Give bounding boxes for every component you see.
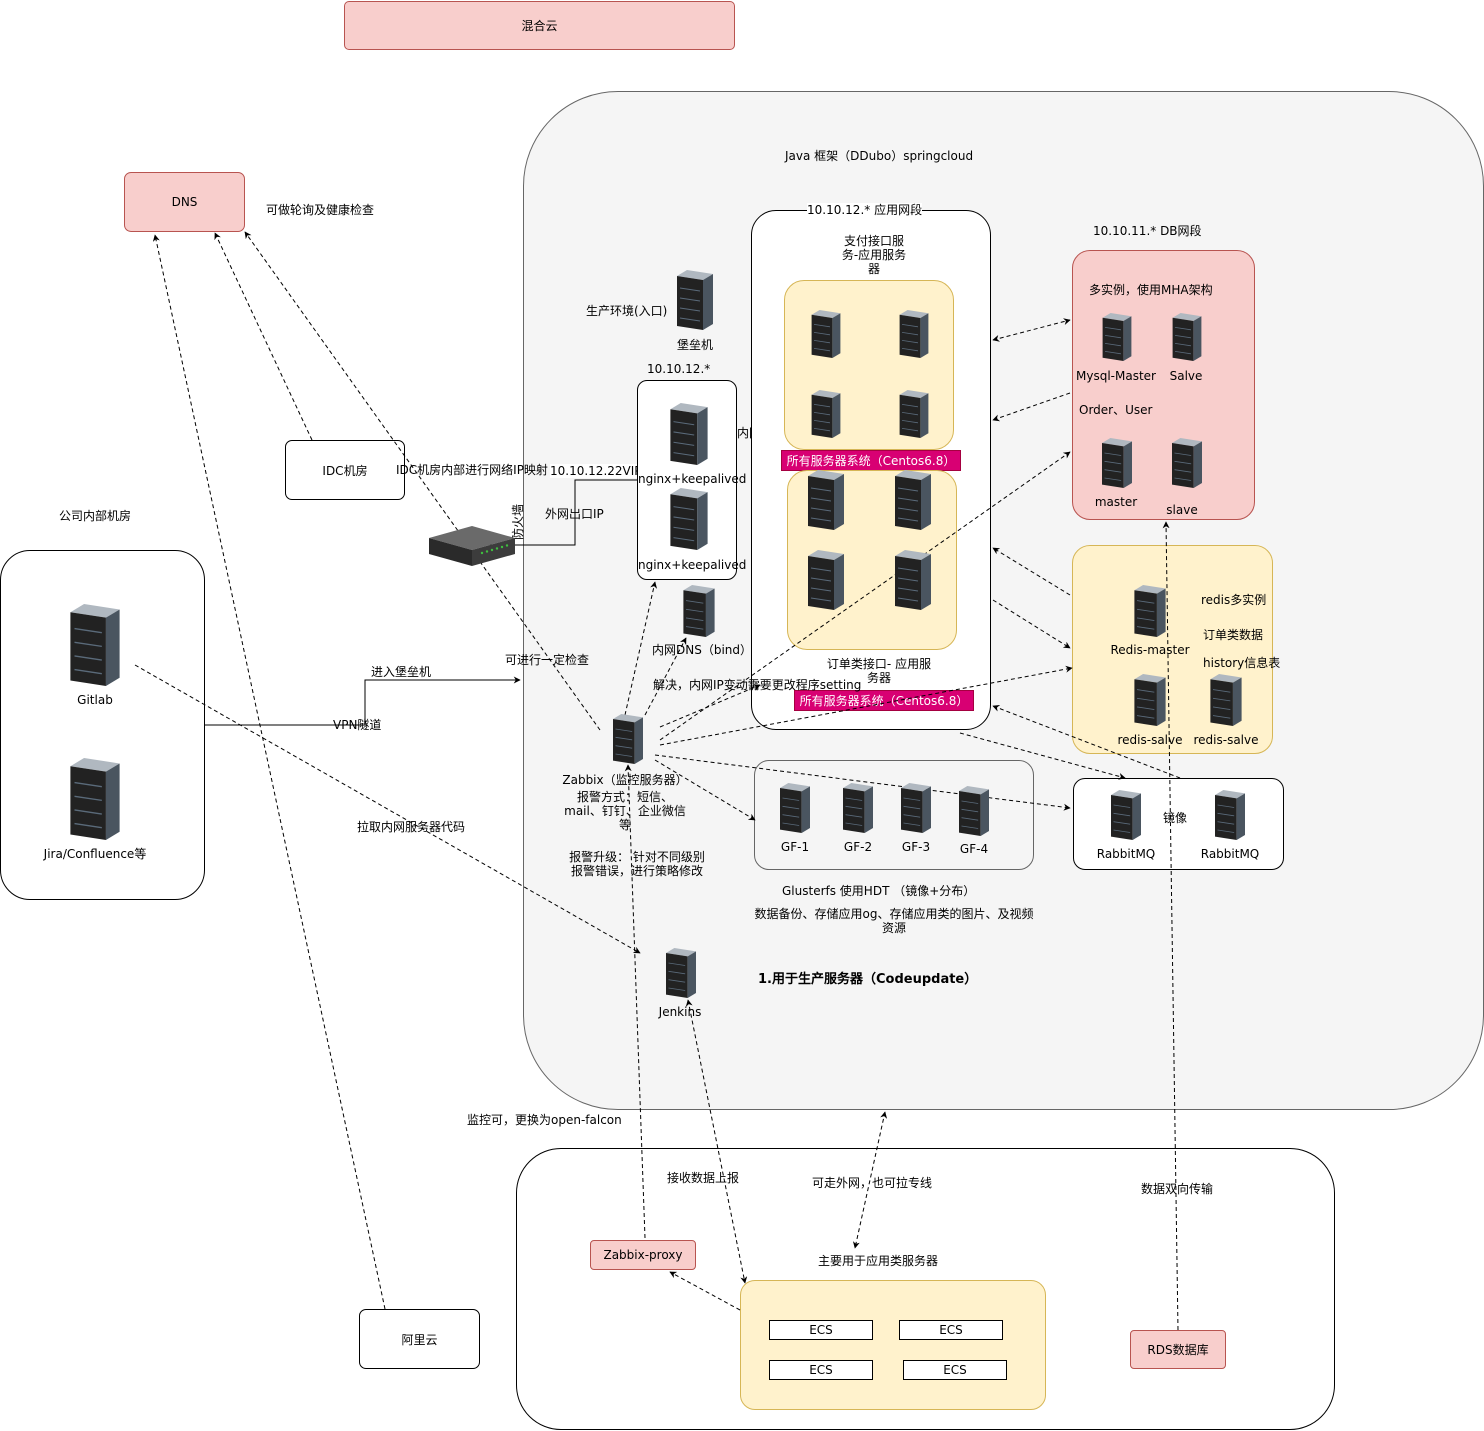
subnet-12-label: 10.10.12.* bbox=[647, 362, 711, 376]
all-servers-banner-1: 所有服务器系统（Centos6.8） bbox=[781, 450, 961, 471]
company-room-label: 公司内部机房 bbox=[59, 509, 132, 523]
check-label: 可进行一定检查 bbox=[505, 653, 590, 667]
ecs-node-4[interactable]: ECS bbox=[903, 1360, 1007, 1380]
ecs-node-1[interactable]: ECS bbox=[769, 1320, 873, 1340]
server-rack-icon bbox=[70, 604, 120, 686]
pay-service-label: 支付接口服务-应用服务器 bbox=[841, 234, 907, 276]
ecs-node-2[interactable]: ECS bbox=[899, 1320, 1003, 1340]
rabbit2-label: RabbitMQ bbox=[1200, 847, 1260, 861]
nginx2-label: nginx+keepalived bbox=[638, 558, 747, 572]
order-data-label: 订单类数据 bbox=[1203, 628, 1264, 642]
mirror-label: 镜像 bbox=[1163, 811, 1188, 825]
server-rack-icon bbox=[895, 550, 931, 610]
rds-node[interactable]: RDS数据库 bbox=[1130, 1330, 1226, 1369]
server-rack-icon bbox=[677, 270, 713, 330]
slave-label: slave bbox=[1166, 503, 1198, 517]
alarm-up-label: 报警升级： 针对不同级别报警错误，进行策略修改 bbox=[569, 850, 705, 878]
server-rack-icon bbox=[901, 783, 931, 833]
server-rack-icon bbox=[808, 550, 844, 610]
nginx1-label: nginx+keepalived bbox=[638, 472, 747, 486]
java-framework-label: Java 框架（DDubo）springcloud bbox=[785, 149, 974, 163]
vip-label: 10.10.12.22VIP bbox=[550, 464, 642, 478]
order-service-label: 订单类接口- 应用服务器 bbox=[826, 657, 932, 685]
master-label: master bbox=[1094, 495, 1138, 509]
glusterfs-label: Glusterfs 使用HDT （镜像+分布） bbox=[782, 884, 976, 898]
gf3-label: GF-3 bbox=[901, 840, 931, 854]
dns-note: 可做轮询及健康检查 bbox=[266, 203, 375, 217]
server-rack-icon bbox=[1102, 313, 1132, 361]
server-rack-icon bbox=[70, 758, 120, 840]
idc-mapping-label: IDC机房内部进行网络IP映射 bbox=[396, 463, 548, 477]
server-rack-icon bbox=[1210, 674, 1242, 726]
openfalcon-label: 监控可，更换为open-falcon bbox=[467, 1113, 622, 1127]
backup-label: 数据备份、存储应用og、存储应用类的图片、及视频资源 bbox=[754, 907, 1034, 935]
production-region bbox=[523, 91, 1484, 1110]
server-rack-icon bbox=[1111, 790, 1141, 840]
hybrid-cloud-title[interactable]: 混合云 bbox=[344, 1, 735, 50]
mha-label: 多实例，使用MHA架构 bbox=[1089, 283, 1213, 297]
idc-node[interactable]: IDC机房 bbox=[285, 440, 405, 500]
enter-bastion-label: 进入堡垒机 bbox=[371, 665, 432, 679]
mysql-master-label: Mysql-Master bbox=[1076, 369, 1156, 383]
server-rack-icon bbox=[670, 488, 708, 550]
server-rack-icon bbox=[1134, 674, 1166, 726]
server-rack-icon bbox=[811, 390, 841, 438]
gitlab-label: Gitlab bbox=[77, 693, 113, 707]
server-rack-icon bbox=[899, 390, 929, 438]
alarm-way-label: 报警方式：短信、mail、钉钉、企业微信等 bbox=[564, 790, 686, 832]
aliyun-node[interactable]: 阿里云 bbox=[359, 1309, 480, 1369]
server-rack-icon bbox=[1134, 585, 1166, 637]
rabbit1-label: RabbitMQ bbox=[1096, 847, 1156, 861]
salve-label: Salve bbox=[1169, 369, 1203, 383]
db-subnet-label: 10.10.11.* DB网段 bbox=[1093, 224, 1202, 238]
ecs-node-3[interactable]: ECS bbox=[769, 1360, 873, 1380]
server-rack-icon bbox=[808, 470, 844, 530]
server-rack-icon bbox=[780, 783, 810, 833]
zabbix-proxy-node[interactable]: Zabbix-proxy bbox=[590, 1240, 696, 1270]
gf1-label: GF-1 bbox=[780, 840, 810, 854]
server-rack-icon bbox=[899, 310, 929, 358]
server-rack-icon bbox=[895, 470, 931, 530]
app-servers-label: 主要用于应用类服务器 bbox=[818, 1254, 939, 1268]
history-label: history信息表 bbox=[1203, 656, 1281, 670]
server-rack-icon bbox=[1215, 790, 1245, 840]
redis-salve2-label: redis-salve bbox=[1193, 733, 1259, 747]
rabbitmq-group bbox=[1073, 778, 1284, 870]
bidirectional-label: 数据双向传输 bbox=[1141, 1182, 1214, 1196]
jira-label: Jira/Confluence等 bbox=[43, 847, 147, 861]
server-rack-icon bbox=[613, 714, 643, 764]
server-rack-icon bbox=[1172, 438, 1202, 488]
server-rack-icon bbox=[670, 403, 708, 465]
redis-master-label: Redis-master bbox=[1110, 643, 1190, 657]
server-rack-icon bbox=[959, 786, 989, 836]
redis-salve1-label: redis-salve bbox=[1117, 733, 1183, 747]
prod-entry-label: 生产环境(入口) bbox=[586, 304, 668, 318]
server-rack-icon bbox=[811, 310, 841, 358]
dns-node[interactable]: DNS bbox=[124, 172, 245, 232]
order-user-label: Order、User bbox=[1079, 403, 1153, 417]
inner-dns-label: 内网DNS（bind） bbox=[652, 643, 753, 657]
server-rack-icon bbox=[843, 783, 873, 833]
gf4-label: GF-4 bbox=[959, 842, 989, 856]
redis-multi-label: redis多实例 bbox=[1201, 593, 1267, 607]
codeupdate-label: 1.用于生产服务器（Codeupdate） bbox=[758, 972, 978, 987]
pull-code-label: 拉取内网服务器代码 bbox=[357, 820, 466, 834]
firewall-router-icon bbox=[429, 526, 515, 566]
bastion-label: 堡垒机 bbox=[676, 338, 713, 352]
server-rack-icon bbox=[666, 948, 696, 998]
gf2-label: GF-2 bbox=[843, 840, 873, 854]
app-subnet-label: 10.10.12.* 应用网段 bbox=[807, 203, 923, 217]
server-rack-icon bbox=[1172, 313, 1202, 361]
zabbix-label: Zabbix（监控服务器） bbox=[562, 773, 688, 787]
all-servers-banner-2: 所有服务器系统（Centos6.8） bbox=[794, 690, 974, 711]
ecs-group bbox=[740, 1280, 1046, 1410]
outer-ip-label: 外网出口IP bbox=[545, 507, 604, 521]
server-rack-icon bbox=[683, 585, 715, 637]
server-rack-icon bbox=[1102, 438, 1132, 488]
